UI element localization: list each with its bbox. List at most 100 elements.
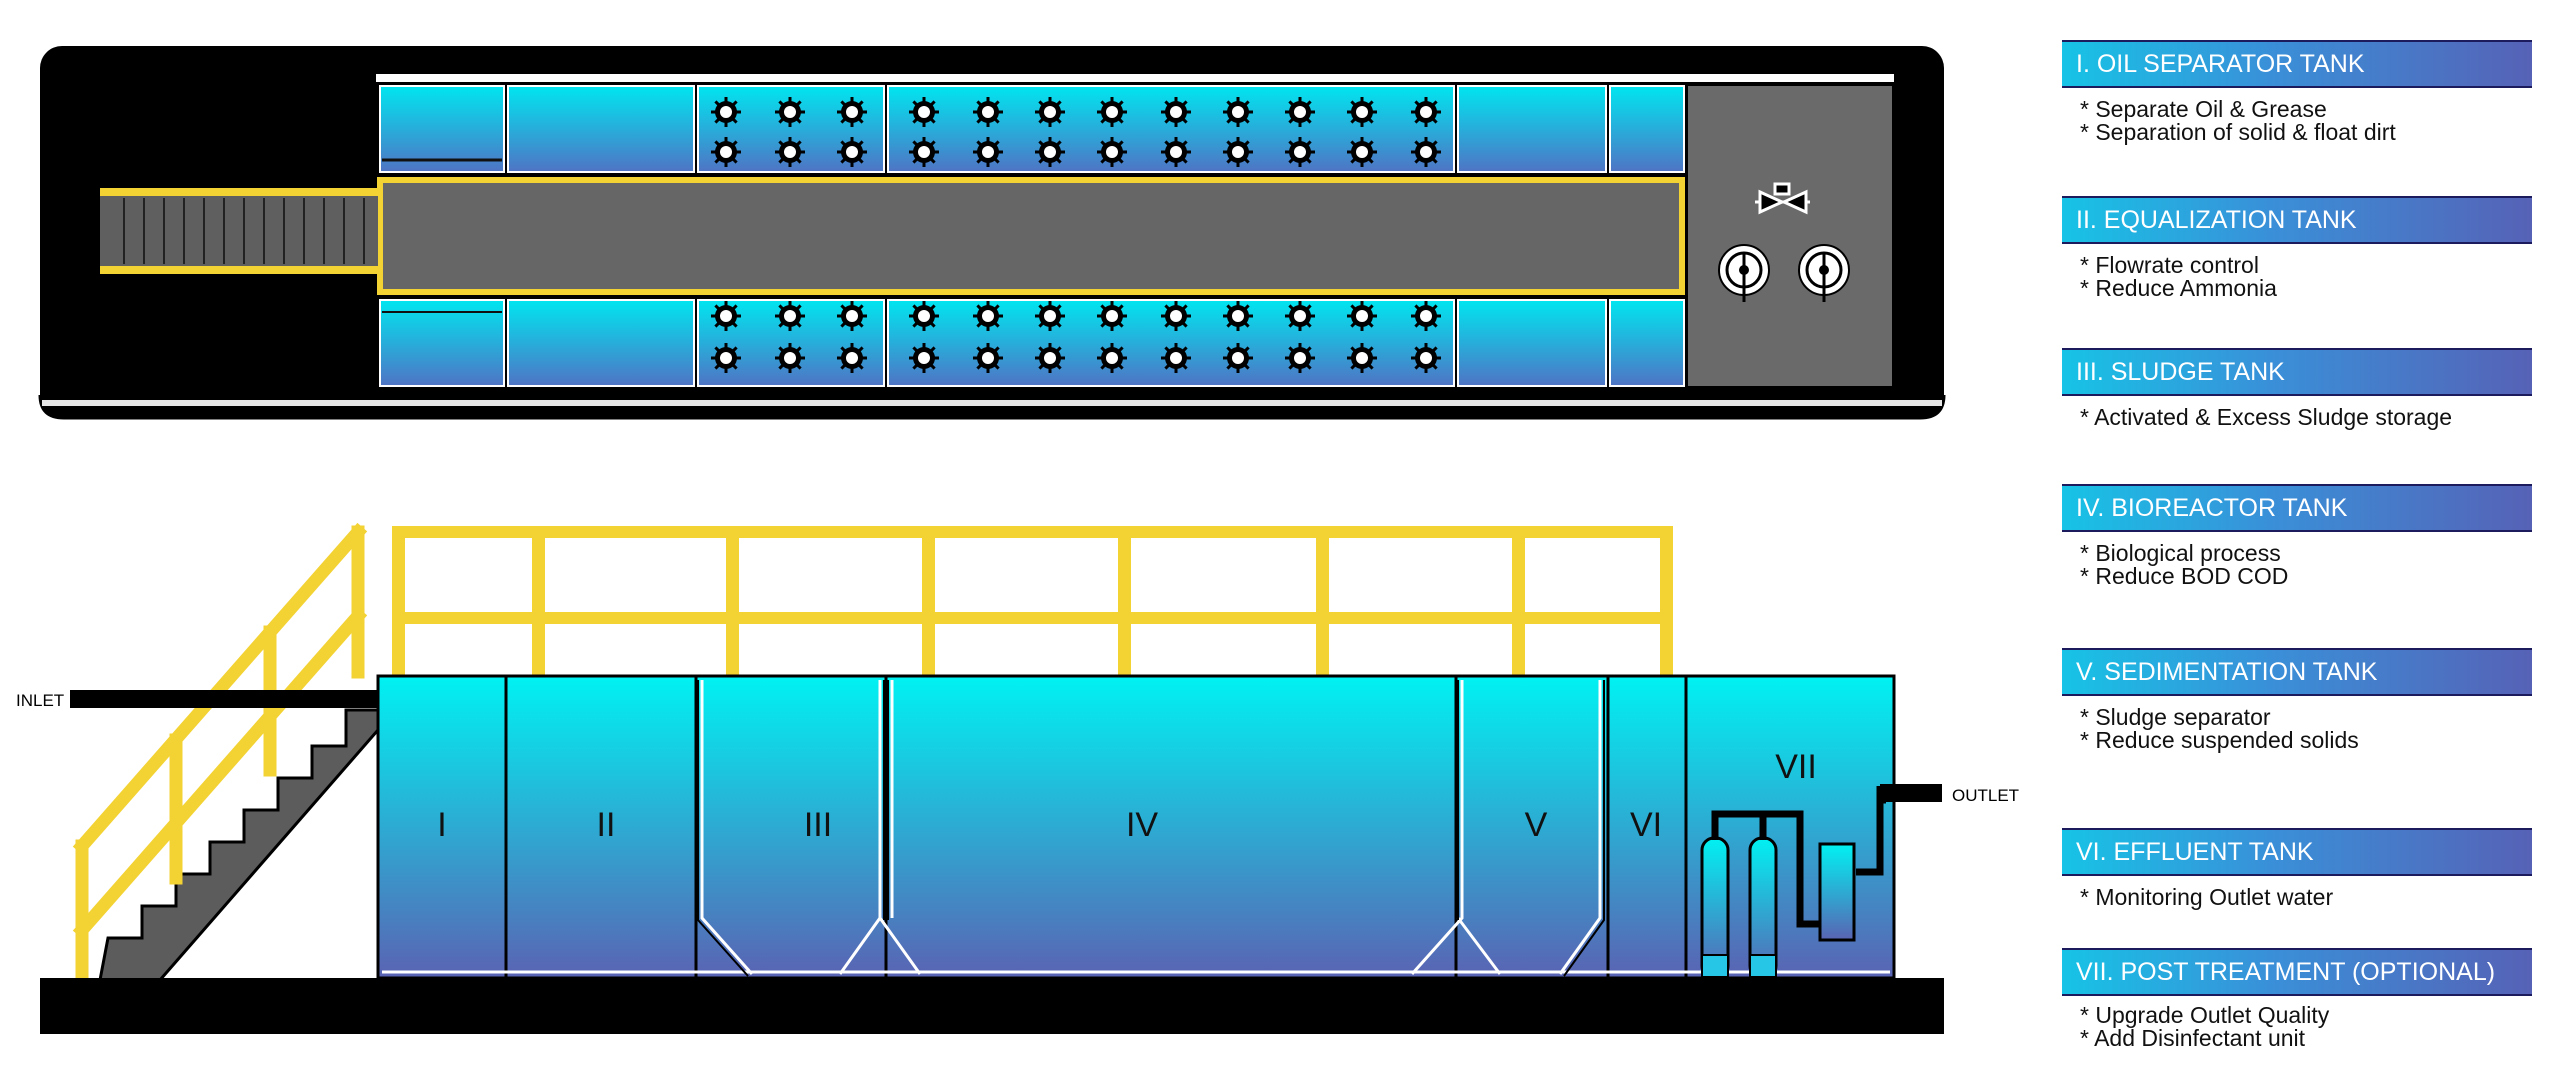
legend-line: * Flowrate control xyxy=(2080,252,2259,278)
air-diffuser-icon xyxy=(1035,343,1065,373)
plan-view xyxy=(38,46,1946,420)
stair-handrail xyxy=(72,522,368,987)
tank-number-III: III xyxy=(804,806,832,844)
legend-title-equalization: II. EQUALIZATION TANK xyxy=(2062,196,2532,244)
plan-stair xyxy=(100,196,378,266)
air-diffuser-icon xyxy=(837,137,867,167)
air-diffuser-icon xyxy=(1161,137,1191,167)
tank-V xyxy=(1454,674,1610,980)
legend-line: * Monitoring Outlet water xyxy=(2080,884,2334,910)
legend-2: II. EQUALIZATION TANK * Flowrate control… xyxy=(2062,196,2532,300)
tank-number-I: I xyxy=(437,806,446,844)
hopper-walls xyxy=(382,680,1890,975)
air-diffuser-icon xyxy=(1223,97,1253,127)
legend-line: * Upgrade Outlet Quality xyxy=(2080,1002,2330,1028)
air-diffuser-icon xyxy=(837,343,867,373)
air-diffuser-icon xyxy=(973,97,1003,127)
tank-number-V: V xyxy=(1525,806,1548,844)
outlet-pipe xyxy=(1880,784,1942,802)
air-diffuser-icon xyxy=(1097,343,1127,373)
outlet-label: OUTLET xyxy=(1952,786,2020,805)
legend-line: * Reduce suspended solids xyxy=(2080,727,2359,753)
air-diffuser-icon xyxy=(909,97,939,127)
air-diffuser-icon xyxy=(711,97,741,127)
tank-number-II: II xyxy=(597,806,616,844)
air-diffuser-icon xyxy=(909,343,939,373)
plan-tank-V-bottom xyxy=(1457,299,1607,387)
air-diffuser-icon xyxy=(1097,301,1127,331)
plan-tank-I-bottom xyxy=(379,299,505,387)
air-diffuser-icon xyxy=(973,343,1003,373)
legend-line: * Sludge separator xyxy=(2080,704,2271,730)
tank-number-VI: VI xyxy=(1630,806,1662,844)
air-diffuser-icon xyxy=(1161,97,1191,127)
legend-title-sludge: III. SLUDGE TANK xyxy=(2062,348,2532,396)
air-diffuser-icon xyxy=(775,137,805,167)
air-diffuser-icon xyxy=(711,343,741,373)
air-diffuser-icon xyxy=(1161,343,1191,373)
legend-line: * Activated & Excess Sludge storage xyxy=(2080,404,2453,430)
air-diffuser-icon xyxy=(909,301,939,331)
inlet-label: INLET xyxy=(16,691,64,710)
legend-title-bioreactor: IV. BIOREACTOR TANK xyxy=(2062,484,2532,532)
plan-pump-icon-1 xyxy=(1718,244,1770,302)
legend-line: * Separate Oil & Grease xyxy=(2080,96,2327,122)
plan-tank-VI-bottom xyxy=(1609,299,1685,387)
air-diffuser-icon xyxy=(837,97,867,127)
tank-I xyxy=(376,674,508,980)
air-diffuser-icon xyxy=(711,137,741,167)
air-diffuser-icon xyxy=(1097,97,1127,127)
legend-1: I. OIL SEPARATOR TANK * Separate Oil & G… xyxy=(2062,40,2532,144)
legend-5: V. SEDIMENTATION TANK * Sludge separator… xyxy=(2062,648,2532,752)
inlet-pipe xyxy=(70,690,382,708)
air-diffuser-icon xyxy=(973,301,1003,331)
plan-tank-VI-top xyxy=(1609,85,1685,173)
tank-VI xyxy=(1606,674,1688,980)
plan-pump-icon-2 xyxy=(1798,244,1850,302)
air-diffuser-icon xyxy=(1285,137,1315,167)
dosing-tank xyxy=(1818,842,1856,942)
legend-title-effluent: VI. EFFLUENT TANK xyxy=(2062,828,2532,876)
legend-title-sedimentation: V. SEDIMENTATION TANK xyxy=(2062,648,2532,696)
legend-7: VII. POST TREATMENT (OPTIONAL) * Upgrade… xyxy=(2062,948,2532,1050)
plan-tank-V-top xyxy=(1457,85,1607,173)
air-diffuser-icon xyxy=(909,137,939,167)
plan-top-edge xyxy=(376,74,1894,82)
plan-post-treatment-area xyxy=(1688,86,1892,386)
plan-valve-icon xyxy=(1755,182,1810,215)
tank-IV xyxy=(884,674,1458,980)
plan-tank-II-top xyxy=(507,85,695,173)
legend-title-oil-separator: I. OIL SEPARATOR TANK xyxy=(2062,40,2532,88)
ground-slab xyxy=(40,978,1944,1034)
air-diffuser-icon xyxy=(1035,137,1065,167)
air-diffuser-icon xyxy=(1097,137,1127,167)
air-diffuser-icon xyxy=(1035,97,1065,127)
air-diffuser-icon xyxy=(1411,343,1441,373)
legend-line: * Reduce BOD COD xyxy=(2080,563,2289,589)
air-diffuser-icon xyxy=(837,301,867,331)
air-diffuser-icon xyxy=(711,301,741,331)
air-diffuser-icon xyxy=(1285,343,1315,373)
air-diffuser-icon xyxy=(1347,343,1377,373)
air-diffuser-icon xyxy=(1223,343,1253,373)
air-diffuser-icon xyxy=(775,301,805,331)
legend-line: * Biological process xyxy=(2080,540,2281,566)
air-diffuser-icon xyxy=(1347,97,1377,127)
air-diffuser-icon xyxy=(775,343,805,373)
plan-air-diffusers xyxy=(711,97,1441,373)
tank-II xyxy=(504,674,698,980)
filter-vessels xyxy=(1700,836,1778,980)
air-diffuser-icon xyxy=(1161,301,1191,331)
air-diffuser-icon xyxy=(1411,301,1441,331)
legend-title-post-treatment: VII. POST TREATMENT (OPTIONAL) xyxy=(2062,948,2532,996)
legend-line: * Separation of solid & float dirt xyxy=(2080,119,2396,145)
legend-3: III. SLUDGE TANK * Activated & Excess Sl… xyxy=(2062,348,2532,429)
legend-6: VI. EFFLUENT TANK * Monitoring Outlet wa… xyxy=(2062,828,2532,909)
plan-tank-II-bottom xyxy=(507,299,695,387)
legend-4: IV. BIOREACTOR TANK * Biological process… xyxy=(2062,484,2532,588)
air-diffuser-icon xyxy=(973,137,1003,167)
air-diffuser-icon xyxy=(1411,97,1441,127)
legend-line: * Add Disinfectant unit xyxy=(2080,1025,2306,1051)
air-diffuser-icon xyxy=(1223,301,1253,331)
wastewater-treatment-plant-drawing: INLET xyxy=(16,46,1946,1034)
